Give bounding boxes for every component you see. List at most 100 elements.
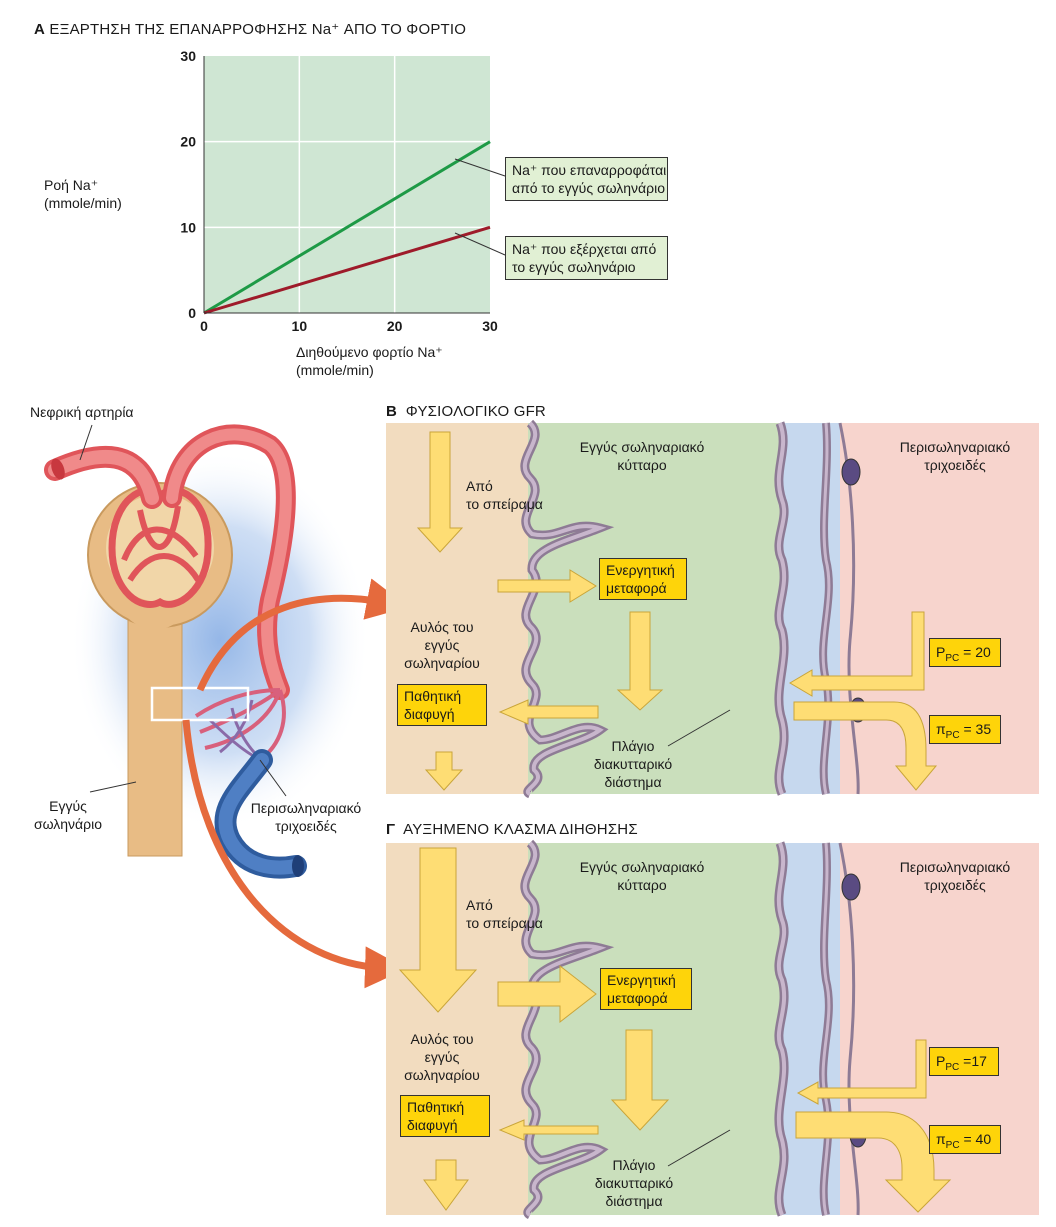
panel-c-passive-line2: διαφυγή: [407, 1117, 458, 1133]
panel-c-passive-line1: Παθητική: [407, 1099, 465, 1115]
panel-c-lumen-line3: σωληναρίου: [404, 1067, 480, 1083]
panel-b-passive-line1: Παθητική: [404, 688, 462, 704]
panel-b-title-text: ΦΥΣΙΟΛΟΓΙΚΟ GFR: [405, 403, 546, 420]
panel-b-active-box: Ενεργητική μεταφορά: [599, 558, 687, 600]
panel-b-p-pc-value: = 20: [959, 644, 991, 660]
panel-c-lateral-line2: διακυτταρικό: [594, 1175, 674, 1191]
chart-xlabel-line2: (mmole/min): [296, 362, 374, 378]
panel-c-from-glom-line1: Από: [466, 897, 493, 913]
panel-b-cell-label: Εγγύς σωληναριακό κύτταρο: [562, 438, 722, 474]
panel-c-capillary-line1: Περισωληναριακό: [899, 859, 1011, 875]
chart-plot-area: [204, 56, 490, 313]
panel-b-p-pc-symbol: P: [936, 644, 946, 660]
chart-ylabel: Ροή Na⁺ (mmole/min): [44, 176, 122, 212]
chart-xtick-label: 30: [482, 318, 498, 334]
panel-b-lumen-line1: Αυλός του: [410, 619, 474, 635]
panel-b-lumen-line2: εγγύς: [424, 637, 460, 653]
panel-b-active-line1: Ενεργητική: [606, 562, 675, 578]
legend-reabsorbed-line1: Na⁺ που επαναρροφάται: [512, 162, 667, 178]
panel-b-lateral-line1: Πλάγιο: [611, 738, 655, 754]
panel-b-pi-pc-sub: PC: [945, 729, 960, 741]
panel-c-lateral-line1: Πλάγιο: [612, 1157, 656, 1173]
panel-c-passive-box: Παθητική διαφυγή: [400, 1095, 490, 1137]
nephron-illustration: [44, 424, 409, 989]
chart-series-line-1: [203, 140, 491, 315]
label-peritubular-line2: τριχοειδές: [275, 818, 337, 834]
panel-b-lateral-line2: διακυτταρικό: [593, 756, 673, 772]
panel-b-cell-line1: Εγγύς σωληναριακό: [579, 439, 705, 455]
panel-c-pi-pc: πPC = 40: [929, 1125, 1001, 1154]
legend-reabsorbed: Na⁺ που επαναρροφάται από το εγγύς σωλην…: [505, 157, 668, 201]
chart-ylabel-line1: Ροή Na⁺: [44, 177, 99, 193]
panel-c-active-line1: Ενεργητική: [607, 972, 676, 988]
chart-ytick-label: 20: [180, 134, 196, 150]
panel-c-lateral: Πλάγιο διακυτταρικό διάστημα: [586, 1156, 682, 1210]
legend-leader-reabsorbed: [454, 158, 506, 177]
chart-xtick-label: 20: [387, 318, 403, 334]
panel-b-from-glom-line1: Από: [466, 478, 493, 494]
panel-b-from-glom-line2: το σπείραμα: [466, 496, 543, 512]
label-proximal-tubule-line1: Εγγύς: [49, 798, 87, 814]
label-peritubular: Περισωληναριακό τριχοειδές: [244, 799, 368, 835]
panel-a-letter: A: [34, 21, 46, 38]
panel-c-pi-pc-sub: PC: [945, 1139, 960, 1151]
label-proximal-tubule-line2: σωληνάριο: [33, 816, 103, 832]
label-renal-artery: Νεφρική αρτηρία: [30, 404, 134, 420]
panel-c-letter: Γ: [386, 821, 396, 838]
panel-b-p-pc-sub: PC: [945, 652, 960, 664]
legend-excreted: Na⁺ που εξέρχεται από το εγγύς σωληνάριο: [505, 236, 668, 280]
panel-c-lumen-line2: εγγύς: [424, 1049, 460, 1065]
legend-excreted-line2: το εγγύς σωληνάριο: [512, 259, 636, 275]
chart-xlabel: Διηθούμενο φορτίο Na⁺ (mmole/min): [296, 343, 443, 379]
panel-b-lumen: Αυλός του εγγύς σωληναρίου: [400, 618, 484, 672]
chart-ytick-label: 0: [188, 305, 196, 321]
panel-c-p-pc: PPC =17: [929, 1047, 999, 1076]
panel-c-p-pc-symbol: P: [936, 1053, 946, 1069]
label-proximal-tubule: Εγγύς σωληνάριο: [28, 797, 108, 833]
panel-c-cell-line1: Εγγύς σωληναριακό: [579, 859, 705, 875]
panel-c-active-box: Ενεργητική μεταφορά: [600, 968, 692, 1010]
panel-c-cell-label: Εγγύς σωληναριακό κύτταρο: [562, 858, 722, 894]
panel-c-lumen: Αυλός του εγγύς σωληναρίου: [400, 1030, 484, 1084]
panel-b-active-line2: μεταφορά: [606, 580, 667, 596]
chart-xtick-label: 0: [200, 318, 208, 334]
panel-c-title-text: ΑΥΞΗΜΕΝΟ ΚΛΑΣΜΑ ΔΙΗΘΗΣΗΣ: [403, 821, 638, 838]
panel-c-capillary-label: Περισωληναριακό τριχοειδές: [890, 858, 1020, 894]
panel-c-p-pc-value: =17: [959, 1053, 987, 1069]
panel-b-capillary-line2: τριχοειδές: [924, 457, 986, 473]
panel-c-diagram: [386, 839, 1039, 1220]
panel-b-pi-pc-symbol: π: [936, 721, 946, 737]
panel-c-lumen-line1: Αυλός του: [410, 1031, 474, 1047]
panel-b-letter: Β: [386, 403, 398, 420]
panel-b-passive-box: Παθητική διαφυγή: [397, 684, 487, 726]
panel-c-cell-line2: κύτταρο: [617, 877, 667, 893]
label-peritubular-line1: Περισωληναριακό: [250, 800, 362, 816]
panel-b-lateral: Πλάγιο διακυτταρικό διάστημα: [585, 737, 681, 791]
panel-b-from-glom: Από το σπείραμα: [466, 477, 543, 513]
panel-b-pi-pc: πPC = 35: [929, 715, 1001, 744]
chart-ylabel-line2: (mmole/min): [44, 195, 122, 211]
panel-b-cell-line2: κύτταρο: [617, 457, 667, 473]
panel-b-passive-line2: διαφυγή: [404, 706, 455, 722]
legend-reabsorbed-line2: από το εγγύς σωληνάριο: [512, 180, 666, 196]
panel-c-p-pc-sub: PC: [945, 1061, 960, 1073]
panel-b-p-pc: PPC = 20: [929, 638, 1001, 667]
panel-b-lateral-line3: διάστημα: [604, 774, 662, 790]
panel-c-lateral-line3: διάστημα: [605, 1193, 663, 1209]
panel-b-capillary-label: Περισωληναριακό τριχοειδές: [890, 438, 1020, 474]
panel-a-title: A ΕΞΑΡΤΗΣΗ ΤΗΣ ΕΠΑΝΑΡΡΟΦΗΣΗΣ Na⁺ ΑΠΟ ΤΟ …: [34, 20, 466, 38]
panel-c-title: Γ ΑΥΞΗΜΕΝΟ ΚΛΑΣΜΑ ΔΙΗΘΗΣΗΣ: [386, 821, 638, 838]
panel-c-pi-pc-value: = 40: [959, 1131, 992, 1147]
panel-b-title: Β ΦΥΣΙΟΛΟΓΙΚΟ GFR: [386, 403, 546, 420]
panel-c-capillary-line2: τριχοειδές: [924, 877, 986, 893]
legend-excreted-line1: Na⁺ που εξέρχεται από: [512, 241, 657, 257]
panel-c-from-glom: Από το σπείραμα: [466, 896, 543, 932]
legend-leader-excreted: [454, 232, 506, 256]
panel-c-active-line2: μεταφορά: [607, 990, 668, 1006]
panel-b-capillary-line1: Περισωληναριακό: [899, 439, 1011, 455]
panel-c-from-glom-line2: το σπείραμα: [466, 915, 543, 931]
panel-a-title-text: ΕΞΑΡΤΗΣΗ ΤΗΣ ΕΠΑΝΑΡΡΟΦΗΣΗΣ Na⁺ ΑΠΟ ΤΟ ΦΟ…: [49, 21, 467, 38]
chart-xtick-label: 10: [292, 318, 308, 334]
chart-ytick-label: 10: [180, 219, 196, 235]
